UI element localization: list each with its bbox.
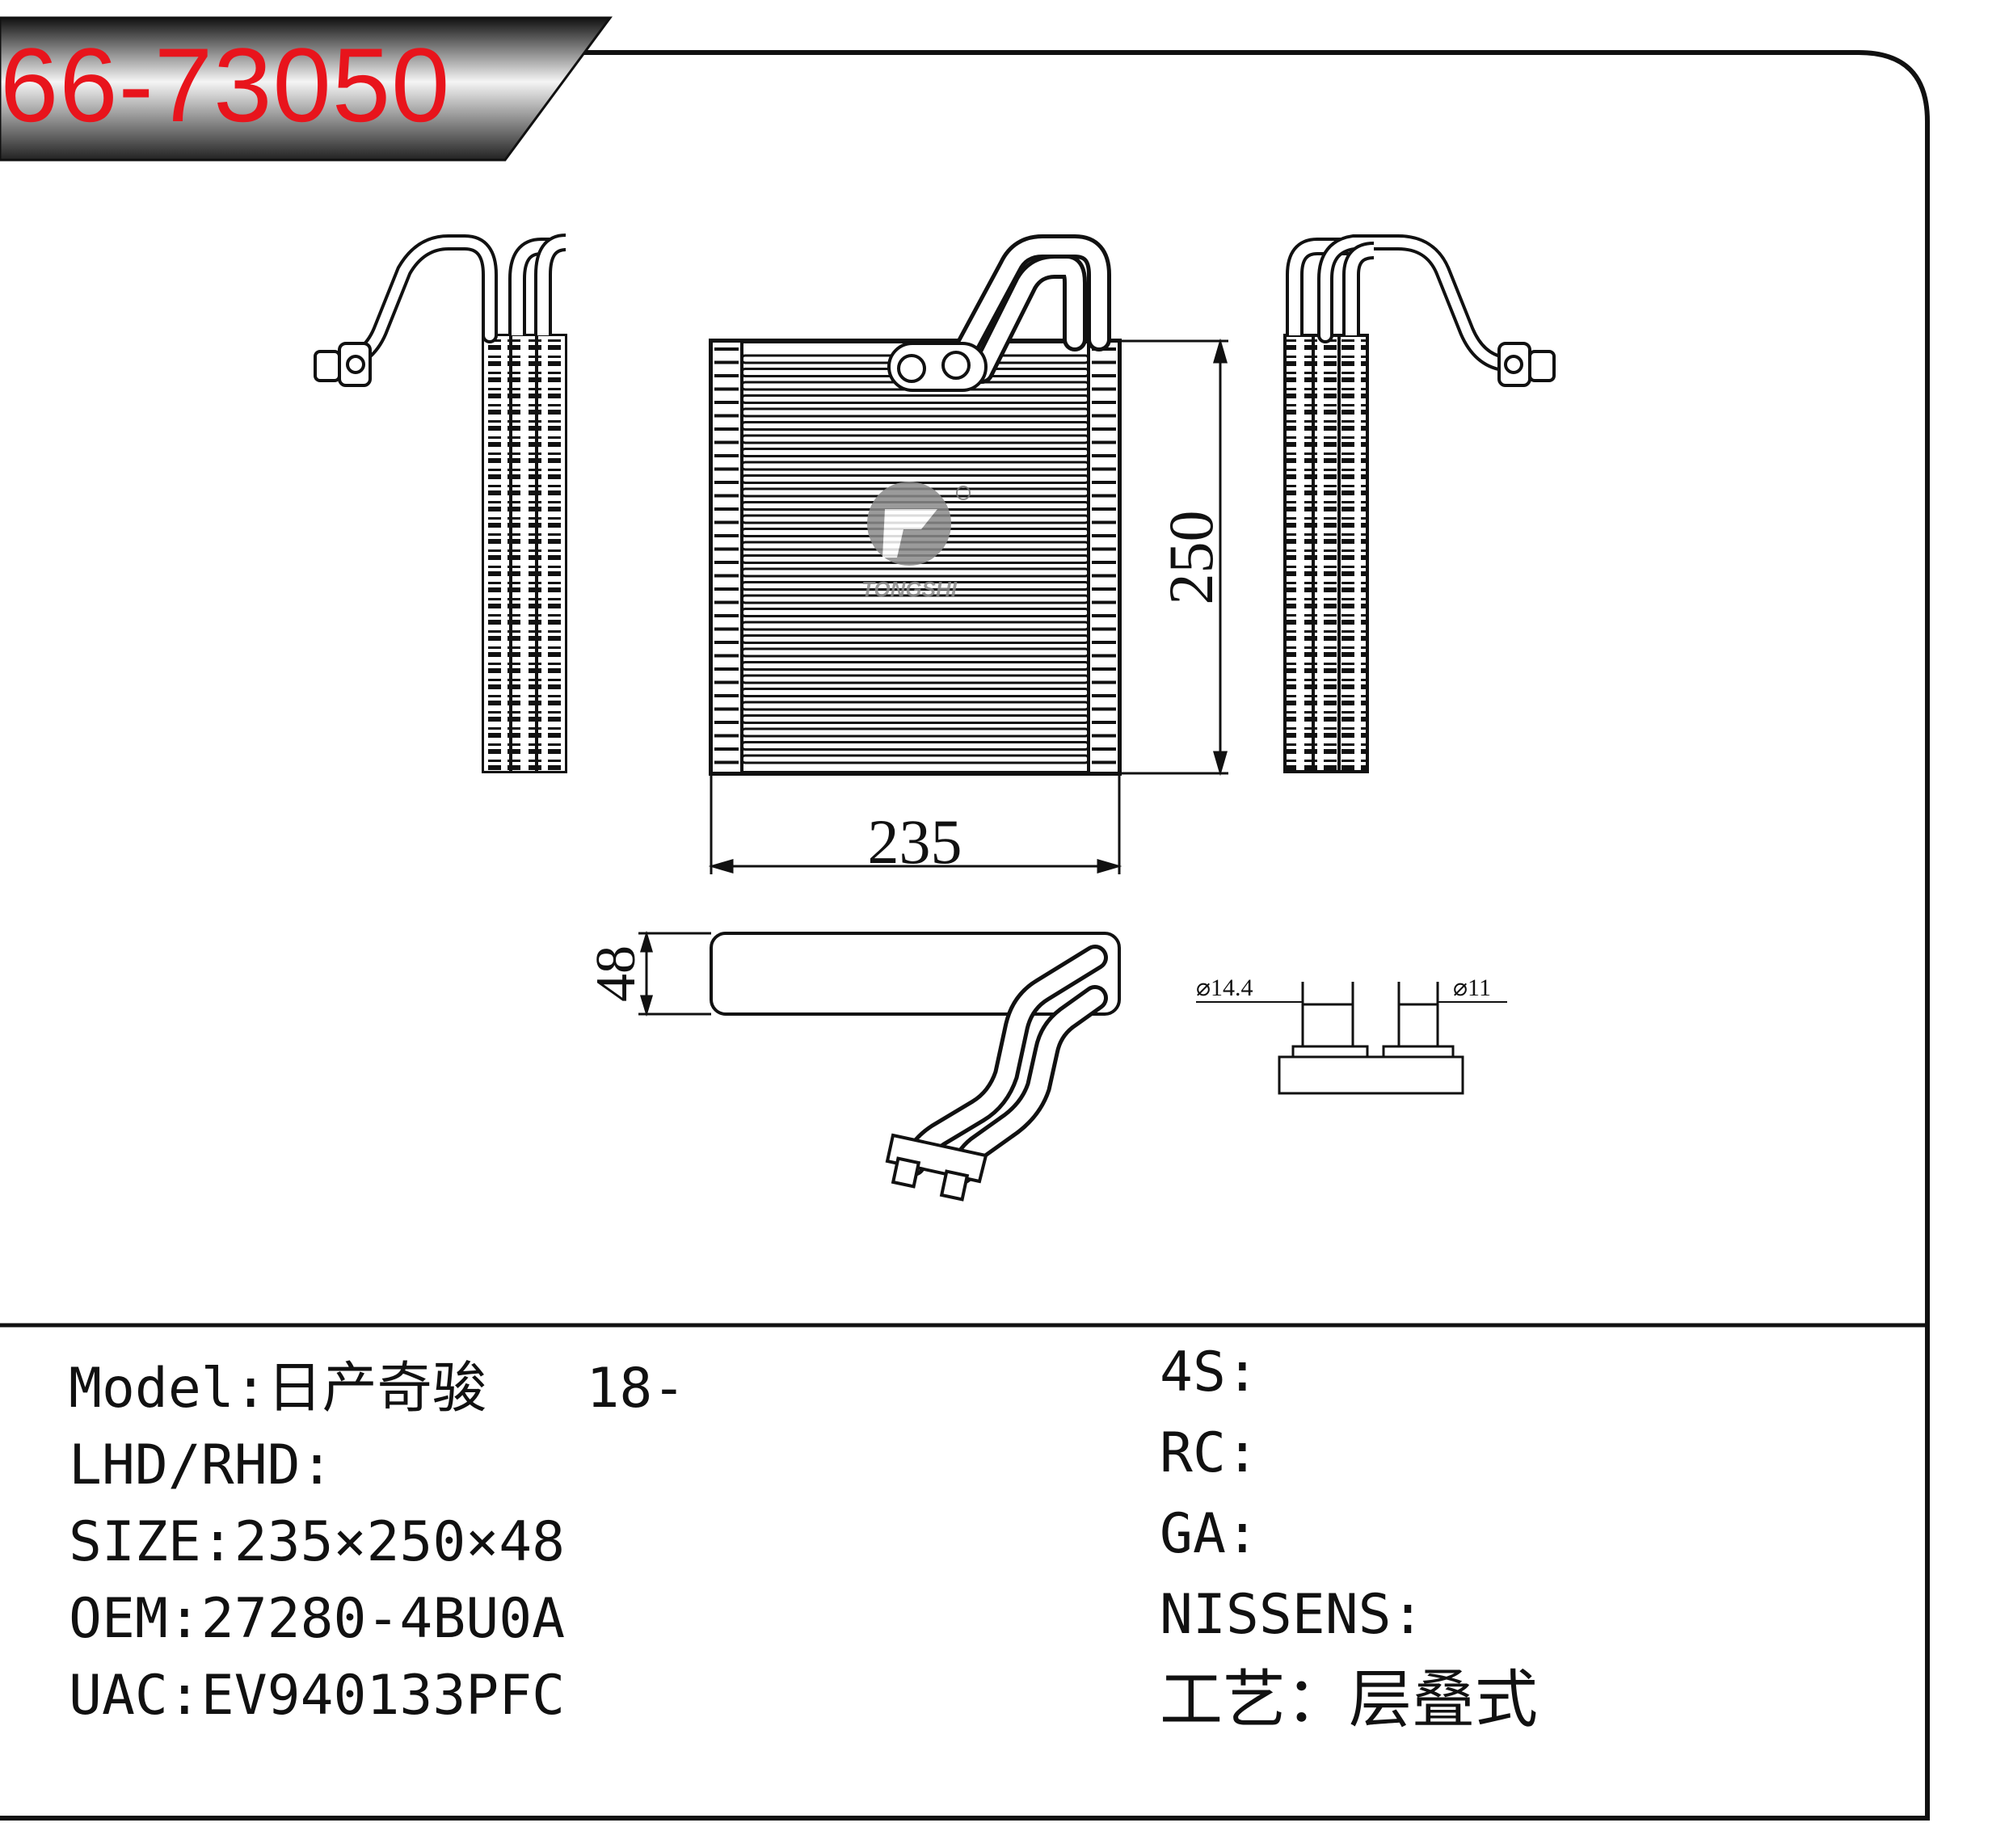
- spec-label: OEM:: [69, 1587, 201, 1651]
- spec-label: NISSENS:: [1160, 1583, 1425, 1647]
- tongshi-logo: TONGSHI: [861, 482, 971, 601]
- core-tube: [740, 674, 1090, 684]
- spec-value: 层叠式: [1349, 1664, 1539, 1736]
- spec-4s: 4S:: [1160, 1345, 1259, 1400]
- height-dimension: [1119, 338, 1228, 777]
- spec-value: 日产奇骏 18-: [267, 1357, 686, 1421]
- part-number-banner: [0, 16, 613, 162]
- logo-text: TONGSHI: [861, 577, 958, 601]
- core-tube: [740, 741, 1090, 751]
- outlet-diameter-label: ⌀11: [1453, 975, 1491, 1001]
- core-tube: [740, 421, 1090, 431]
- depth-label: 48: [585, 945, 647, 1002]
- drawing-frame: [0, 50, 1930, 1821]
- width-label: 235: [868, 806, 962, 877]
- spec-label: 4S:: [1160, 1341, 1259, 1404]
- height-label: 250: [1156, 511, 1226, 605]
- spec-rc: RC:: [1160, 1426, 1259, 1481]
- connector-detail: [1196, 982, 1507, 1095]
- core-tube: [740, 621, 1090, 631]
- inlet-diameter-label: ⌀14.4: [1196, 975, 1253, 1001]
- core-tube: [740, 407, 1090, 418]
- spec-label: GA:: [1160, 1502, 1259, 1566]
- spec-lhd-rhd: LHD/RHD:: [69, 1438, 334, 1493]
- spec-nissens: NISSENS:: [1160, 1588, 1425, 1643]
- core-tube: [740, 688, 1090, 697]
- spec-label: Model:: [69, 1357, 267, 1421]
- core-tube: [740, 394, 1090, 404]
- spec-model: Model:日产奇骏 18-: [69, 1362, 685, 1417]
- core-tube: [740, 754, 1090, 764]
- width-dimension: [708, 773, 1122, 874]
- spec-label: UAC:: [69, 1664, 201, 1728]
- spec-ga: GA:: [1160, 1507, 1259, 1562]
- core-tube: [740, 434, 1090, 444]
- spec-label: SIZE:: [69, 1510, 234, 1574]
- spec-process: 工艺：层叠式: [1160, 1669, 1538, 1732]
- depth-dimension: [638, 930, 711, 1017]
- spec-value: 27280-4BU0A: [200, 1587, 566, 1651]
- header-ticks: [714, 347, 1116, 764]
- spec-label: 工艺：: [1160, 1664, 1350, 1736]
- part-number: 66-73050: [0, 26, 451, 144]
- right-side-view: [1283, 234, 1556, 773]
- core-tube: [740, 727, 1090, 738]
- core-tube: [740, 634, 1090, 644]
- front-view: [709, 234, 1122, 776]
- core-tube: [740, 567, 1090, 578]
- spec-uac: UAC:EV940133PFC: [69, 1669, 565, 1724]
- core-tube: [740, 661, 1090, 671]
- spec-value: EV940133PFC: [200, 1664, 566, 1728]
- core-tube: [740, 448, 1090, 457]
- spec-oem: OEM:27280-4BU0A: [69, 1592, 565, 1647]
- left-side-view: [314, 234, 567, 773]
- core-tube: [740, 461, 1090, 471]
- spec-size: SIZE:235×250×48: [69, 1515, 565, 1570]
- spec-label: RC:: [1160, 1421, 1259, 1485]
- core-tube: [740, 474, 1090, 484]
- core-tube: [740, 701, 1090, 711]
- core-tube: [740, 647, 1090, 658]
- spec-value: 235×250×48: [234, 1510, 566, 1574]
- core-tube: [740, 714, 1090, 724]
- core-tube: [740, 608, 1090, 617]
- spec-label: LHD/RHD:: [69, 1433, 334, 1497]
- top-view: [710, 932, 1121, 1202]
